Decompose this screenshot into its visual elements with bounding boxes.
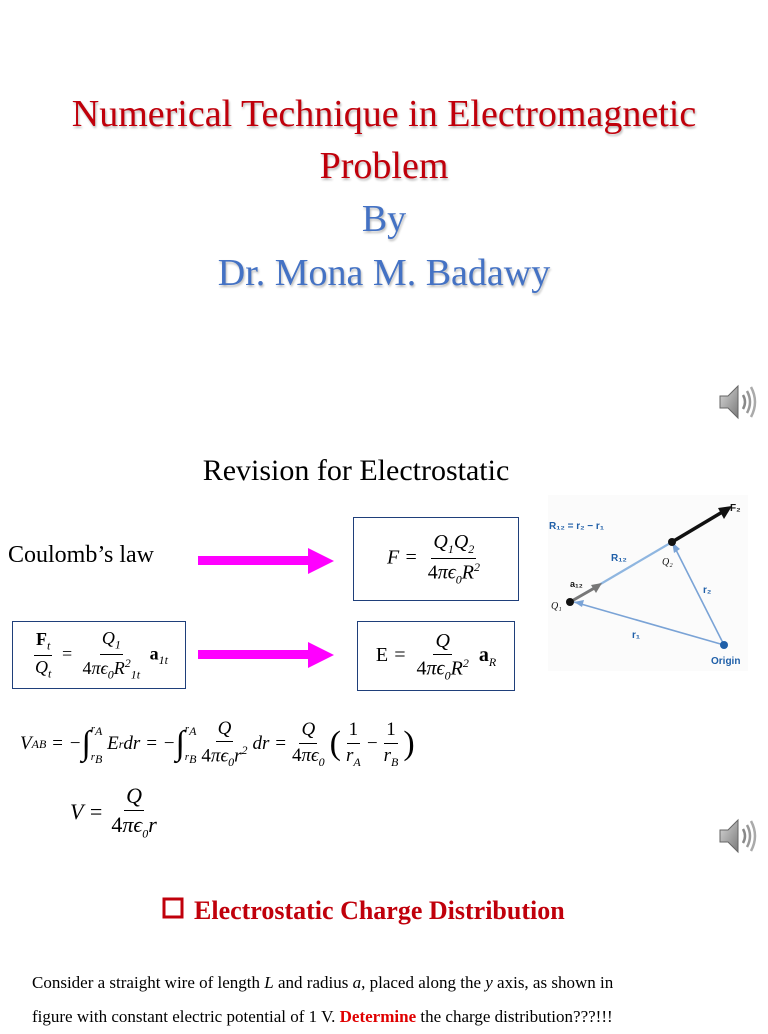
problem-statement: Consider a straight wire of length L and…	[32, 966, 732, 1034]
coulomb-vector-diagram: R₁₂ = r₂ − r₁ F₂ R₁₂ Q₂ a₁₂ Q₁ r₂ r₁ Ori…	[548, 495, 748, 671]
coulomb-law-label: Coulomb’s law	[8, 542, 155, 568]
by-label: By	[361, 198, 407, 240]
diagram-label-origin: Origin	[711, 656, 740, 667]
text-segment: the charge distribution???!!!	[416, 1007, 613, 1026]
diagram-label-q1: Q₁	[551, 601, 562, 612]
diagram-label-r12: R₁₂	[611, 553, 627, 564]
slide-title-line-1: Numerical Technique in Electromagnetic	[71, 93, 697, 135]
speaker-icon[interactable]	[716, 380, 760, 424]
checkbox-bullet-icon	[162, 897, 184, 919]
text-segment: and radius	[273, 973, 353, 992]
author-name: Dr. Mona M. Badawy	[217, 252, 551, 294]
diagram-label-r12-def: R₁₂ = r₂ − r₁	[549, 521, 604, 532]
diagram-label-r1: r₁	[632, 630, 640, 641]
var-y: y	[485, 973, 493, 992]
section-heading-text: Electrostatic Charge Distribution	[194, 896, 565, 925]
var-L: L	[264, 973, 274, 992]
text-segment: , placed along the	[361, 973, 486, 992]
diagram-label-q2: Q₂	[662, 557, 673, 568]
diagram-label-a12: a₁₂	[570, 579, 583, 589]
magenta-arrow-2	[198, 642, 334, 668]
text-segment: figure with constant electric potential …	[32, 1007, 340, 1026]
determine-keyword: Determine	[339, 1007, 417, 1026]
diagram-label-f2: F₂	[730, 503, 741, 514]
problem-line-1: Consider a straight wire of length L and…	[32, 966, 732, 1000]
text-segment: axis, as shown in	[492, 973, 614, 992]
revision-heading: Revision for Electrostatic	[202, 454, 510, 487]
title-block: Numerical Technique in Electromagnetic P…	[0, 88, 768, 300]
slide-title-line-2: Problem	[319, 145, 449, 187]
var-a: a	[352, 973, 362, 992]
text-segment: Consider a straight wire of length	[32, 973, 265, 992]
speaker-icon[interactable]	[716, 814, 760, 858]
magenta-arrow-1	[198, 548, 334, 574]
problem-line-2: figure with constant electric potential …	[32, 1000, 732, 1034]
section-heading: Electrostatic Charge Distribution	[162, 896, 565, 926]
diagram-label-r2: r₂	[703, 585, 711, 596]
